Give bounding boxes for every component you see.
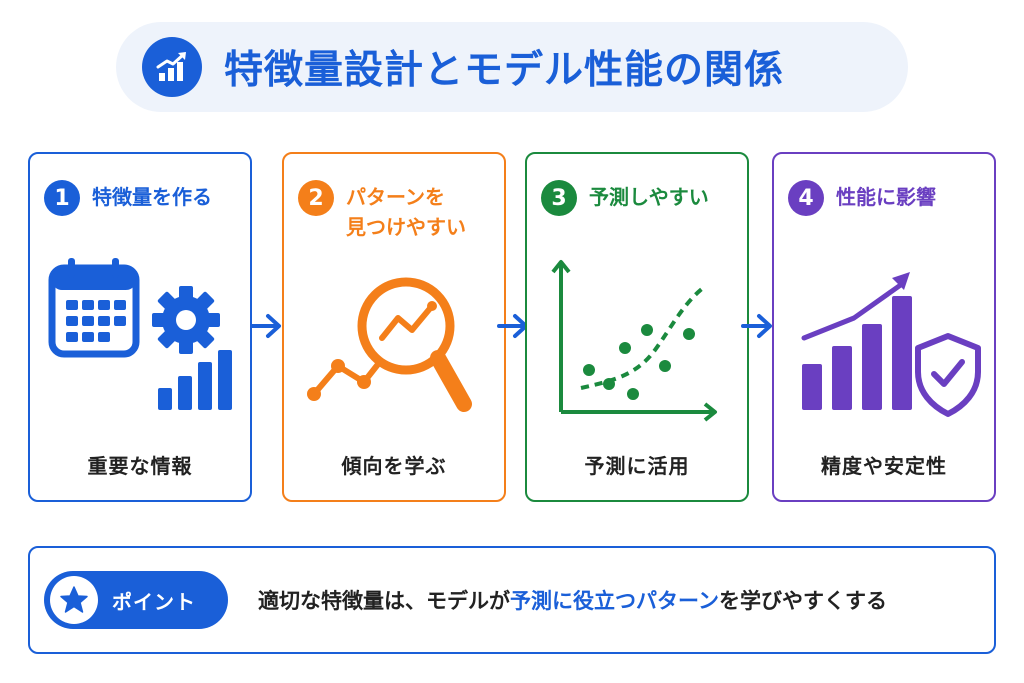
step-number-badge: 1 bbox=[44, 180, 80, 216]
magnifier-trend-icon bbox=[307, 277, 472, 412]
point-text-before: 適切な特徴量は、モデルが bbox=[258, 589, 510, 613]
calendar-gear-bars-icon bbox=[48, 258, 232, 410]
point-text: 適切な特徴量は、モデルが予測に役立つパターンを学びやすくする bbox=[258, 585, 887, 615]
title-banner: 特徴量設計とモデル性能の関係 bbox=[116, 22, 908, 112]
performance-shield-icon bbox=[801, 272, 981, 417]
point-box: ポイント 適切な特徴量は、モデルが予測に役立つパターンを学びやすくする bbox=[28, 546, 996, 654]
step-title: 予測しやすい bbox=[589, 185, 709, 209]
arrow-right-icon bbox=[741, 314, 772, 338]
growth-chart-icon bbox=[142, 37, 202, 97]
star-icon bbox=[50, 576, 98, 624]
step-card-4: 4 性能に影響 精度や安定性 bbox=[772, 152, 996, 502]
step-number-badge: 2 bbox=[298, 180, 334, 216]
step-number-badge: 4 bbox=[788, 180, 824, 216]
point-label: ポイント bbox=[112, 589, 196, 614]
step-title: 特徴量を作る bbox=[92, 185, 212, 209]
step-card-1: 1 特徴量を作る bbox=[28, 152, 252, 502]
step-number-badge: 3 bbox=[541, 180, 577, 216]
point-badge: ポイント bbox=[44, 571, 228, 629]
step-card-3: 3 予測しやすい 予測に活用 bbox=[525, 152, 749, 502]
step-caption: 重要な情報 bbox=[87, 454, 193, 478]
scatter-plot-icon bbox=[551, 260, 717, 422]
step-title: 性能に影響 bbox=[836, 185, 936, 209]
step-caption: 傾向を学ぶ bbox=[341, 454, 447, 478]
arrow-right-icon bbox=[250, 314, 281, 338]
step-card-2: 2 パターンを 見つけやすい 傾向を学ぶ bbox=[282, 152, 506, 502]
point-text-highlight: 予測に役立つパターン bbox=[510, 589, 719, 613]
point-text-after: を学びやすくする bbox=[718, 589, 887, 613]
step-caption: 精度や安定性 bbox=[821, 454, 947, 478]
step-caption: 予測に活用 bbox=[584, 454, 690, 478]
step-title: パターンを 見つけやすい bbox=[346, 185, 466, 239]
page-title: 特徴量設計とモデル性能の関係 bbox=[224, 48, 785, 93]
